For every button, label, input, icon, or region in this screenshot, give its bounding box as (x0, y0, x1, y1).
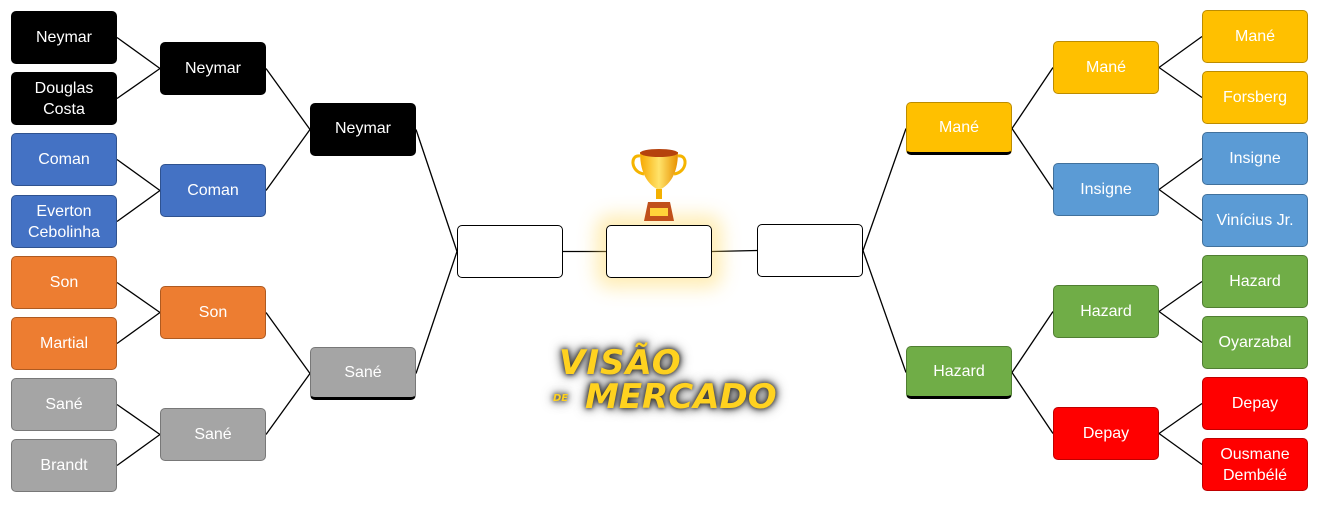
connector-RF-CH (711, 249, 758, 253)
right-qf-slot-2: Insigne (1053, 163, 1159, 216)
connector-R8-RQ4 (1158, 432, 1203, 466)
connector-LS2-LF (415, 251, 458, 374)
connector-LQ2-LS1 (265, 129, 311, 191)
right-finalist-slot (757, 224, 863, 277)
left-qf-slot-1: Neymar (160, 42, 266, 95)
right-sf-slot-1: Mané (906, 102, 1012, 155)
trophy-icon (631, 149, 687, 221)
connector-RS2-RF (862, 250, 907, 373)
left-r16-slot-6: Martial (11, 317, 117, 370)
champion-slot (606, 225, 712, 278)
right-r16-slot-8: Ousmane Dembélé (1202, 438, 1308, 491)
right-r16-slot-2: Forsberg (1202, 71, 1308, 124)
right-r16-slot-4: Vinícius Jr. (1202, 194, 1308, 247)
left-sf-slot-2: Sané (310, 347, 416, 400)
left-r16-slot-8: Brandt (11, 439, 117, 492)
left-qf-slot-2: Coman (160, 164, 266, 217)
connector-RQ1-RS1 (1011, 67, 1054, 129)
right-sf-slot-2: Hazard (906, 346, 1012, 399)
connector-R7-RQ4 (1158, 402, 1203, 435)
connector-L6-LQ3 (116, 311, 161, 345)
connector-R1-RQ1 (1158, 35, 1203, 69)
connector-L3-LQ2 (116, 158, 161, 192)
left-r16-slot-7: Sané (11, 378, 117, 431)
right-qf-slot-3: Hazard (1053, 285, 1159, 338)
left-r16-slot-5: Son (11, 256, 117, 309)
right-r16-slot-6: Oyarzabal (1202, 316, 1308, 369)
connector-LQ1-LS1 (265, 68, 311, 130)
connector-R3-RQ2 (1158, 157, 1203, 191)
connector-RS1-RF (862, 128, 907, 251)
logo-line-2: DE (553, 393, 569, 404)
connector-RQ4-RS2 (1011, 372, 1054, 434)
left-sf-slot-1: Neymar (310, 103, 416, 156)
connector-L7-LQ4 (116, 403, 161, 436)
logo-line-3: MERCADO (585, 377, 777, 417)
right-r16-slot-3: Insigne (1202, 132, 1308, 185)
connector-L2-LQ1 (116, 67, 161, 100)
connector-R4-RQ2 (1158, 188, 1203, 222)
connector-LQ3-LS2 (265, 312, 311, 374)
connector-R6-RQ3 (1158, 310, 1203, 344)
left-r16-slot-1: Neymar (11, 11, 117, 64)
left-r16-slot-4: Everton Cebolinha (11, 195, 117, 248)
connector-L4-LQ2 (116, 189, 161, 223)
left-r16-slot-2: Douglas Costa (11, 72, 117, 125)
connector-R2-RQ1 (1158, 66, 1203, 99)
connector-L5-LQ3 (116, 281, 161, 314)
left-r16-slot-3: Coman (11, 133, 117, 186)
connector-L8-LQ4 (116, 433, 161, 467)
connector-L1-LQ1 (116, 36, 161, 70)
connector-LS1-LF (415, 129, 458, 252)
right-qf-slot-4: Depay (1053, 407, 1159, 460)
left-qf-slot-3: Son (160, 286, 266, 339)
logo-line-1: VISÃO (559, 343, 682, 383)
connector-LQ4-LS2 (265, 373, 311, 435)
right-r16-slot-5: Hazard (1202, 255, 1308, 308)
left-finalist-slot (457, 225, 563, 278)
right-r16-slot-1: Mané (1202, 10, 1308, 63)
left-qf-slot-4: Sané (160, 408, 266, 461)
connector-RQ3-RS2 (1011, 311, 1054, 373)
visao-de-mercado-logo: VISÃO DE MERCADO (553, 343, 777, 423)
right-r16-slot-7: Depay (1202, 377, 1308, 430)
right-qf-slot-1: Mané (1053, 41, 1159, 94)
connector-RQ2-RS1 (1011, 128, 1054, 190)
connector-R5-RQ3 (1158, 280, 1203, 313)
